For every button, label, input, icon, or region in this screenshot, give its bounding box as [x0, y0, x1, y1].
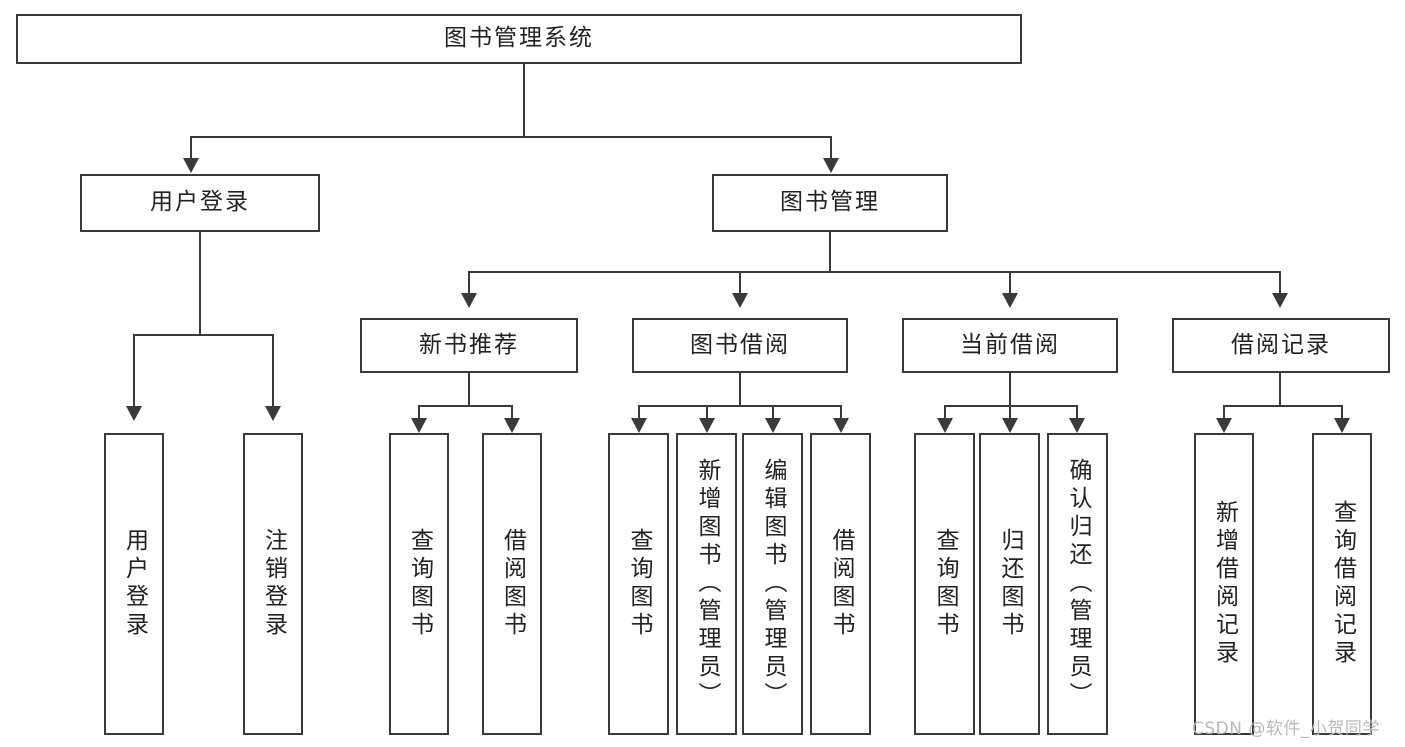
- connector-cb-stem: [1009, 373, 1011, 406]
- connector-nbr-stem: [468, 373, 470, 406]
- node-label: 新书推荐: [419, 331, 519, 358]
- node-root-library-management-system[interactable]: 图书管理系统: [16, 14, 1022, 64]
- connector-user-login-to-login: [133, 334, 135, 406]
- arrowhead-bm-to-current: [1002, 293, 1018, 308]
- node-label: 确认归还（管理员）: [1065, 458, 1091, 710]
- arrowhead-bm-to-borrow: [732, 293, 748, 308]
- leaf-user-login[interactable]: 用户登录: [104, 433, 164, 735]
- arrowhead-br-to-query: [1334, 418, 1350, 433]
- connector-root-to-book-management: [830, 136, 832, 158]
- node-label: 查询借阅记录: [1329, 500, 1356, 668]
- node-label: 图书管理系统: [444, 25, 594, 52]
- node-label: 图书管理: [780, 189, 880, 216]
- connector-br-bus: [1223, 405, 1342, 407]
- connector-bm-to-new-book: [468, 271, 470, 293]
- node-label: 查询图书: [406, 528, 433, 640]
- node-current-borrowing[interactable]: 当前借阅: [902, 318, 1118, 373]
- node-label: 借阅图书: [499, 528, 526, 640]
- connector-user-login-bus: [133, 334, 273, 336]
- connector-bb-bus: [638, 405, 842, 407]
- connector-br-to-add: [1223, 405, 1225, 419]
- connector-br-stem: [1279, 373, 1281, 406]
- node-label: 借阅图书: [828, 528, 854, 640]
- node-label: 用户登录: [150, 189, 250, 216]
- leaf-edit-book-admin[interactable]: 编辑图书（管理员）: [742, 433, 803, 735]
- leaf-logout[interactable]: 注销登录: [243, 433, 303, 735]
- node-borrowing-records[interactable]: 借阅记录: [1172, 318, 1390, 373]
- node-book-borrowing[interactable]: 图书借阅: [632, 318, 848, 373]
- connector-cb-to-query: [944, 405, 946, 419]
- arrowhead-bm-to-records: [1272, 293, 1288, 308]
- node-label: 编辑图书（管理员）: [760, 458, 786, 710]
- node-new-book-recommendation[interactable]: 新书推荐: [360, 318, 578, 373]
- leaf-query-books-borrowing[interactable]: 查询图书: [608, 433, 669, 735]
- connector-book-management-bus: [468, 271, 1280, 273]
- connector-bb-to-query: [638, 405, 640, 419]
- node-label: 查询图书: [932, 528, 958, 640]
- connector-bb-to-add: [706, 405, 708, 419]
- arrowhead-bm-to-new-book: [461, 293, 477, 308]
- arrowhead-bb-to-add: [699, 418, 715, 433]
- arrowhead-user-login-to-logout: [265, 406, 281, 421]
- node-label: 新增图书（管理员）: [694, 458, 720, 710]
- leaf-add-book-admin[interactable]: 新增图书（管理员）: [676, 433, 737, 735]
- arrowhead-root-to-user-login: [183, 158, 199, 173]
- connector-bb-stem: [739, 373, 741, 406]
- node-label: 当前借阅: [960, 331, 1060, 358]
- leaf-add-borrowing-record[interactable]: 新增借阅记录: [1194, 433, 1254, 735]
- connector-nbr-bus: [418, 405, 513, 407]
- arrowhead-bb-to-borrow: [833, 418, 849, 433]
- connector-cb-to-return: [1009, 405, 1011, 419]
- connector-user-login-stem: [199, 232, 201, 335]
- connector-root-stem: [523, 64, 525, 137]
- connector-user-login-to-logout: [272, 334, 274, 406]
- arrowhead-user-login-to-login: [126, 406, 142, 421]
- node-label: 归还图书: [997, 528, 1023, 640]
- connector-bm-to-records: [1279, 271, 1281, 293]
- connector-root-bus: [190, 136, 832, 138]
- leaf-query-books-recommendation[interactable]: 查询图书: [389, 433, 449, 735]
- connector-nbr-to-borrow: [511, 405, 513, 419]
- leaf-query-books-current[interactable]: 查询图书: [914, 433, 975, 735]
- arrowhead-br-to-add: [1216, 418, 1232, 433]
- connector-bm-to-borrow: [739, 271, 741, 293]
- arrowhead-cb-to-return: [1002, 418, 1018, 433]
- connector-bm-to-current: [1009, 271, 1011, 293]
- node-book-management[interactable]: 图书管理: [712, 174, 948, 232]
- arrowhead-bb-to-query: [631, 418, 647, 433]
- arrowhead-nbr-to-borrow: [504, 418, 520, 433]
- node-user-login[interactable]: 用户登录: [80, 174, 320, 232]
- arrowhead-bb-to-edit: [765, 418, 781, 433]
- leaf-borrow-books-borrowing[interactable]: 借阅图书: [810, 433, 871, 735]
- watermark: CSDN @软件_小贺同学: [1192, 719, 1380, 739]
- node-label: 借阅记录: [1231, 331, 1331, 358]
- connector-br-to-query: [1341, 405, 1343, 419]
- node-label: 图书借阅: [690, 331, 790, 358]
- leaf-return-books[interactable]: 归还图书: [979, 433, 1040, 735]
- node-label: 用户登录: [121, 528, 148, 640]
- connector-bb-to-borrow: [840, 405, 842, 419]
- node-label: 新增借阅记录: [1211, 500, 1238, 668]
- arrowhead-root-to-book-management: [823, 158, 839, 173]
- connector-bb-to-edit: [772, 405, 774, 419]
- leaf-confirm-return-admin[interactable]: 确认归还（管理员）: [1047, 433, 1108, 735]
- node-label: 注销登录: [260, 528, 287, 640]
- leaf-borrow-books-recommendation[interactable]: 借阅图书: [482, 433, 542, 735]
- leaf-query-borrowing-record[interactable]: 查询借阅记录: [1312, 433, 1372, 735]
- node-label: 查询图书: [626, 528, 652, 640]
- connector-nbr-to-query: [418, 405, 420, 419]
- connector-cb-to-confirm: [1076, 405, 1078, 419]
- connector-cb-bus: [944, 405, 1078, 407]
- connector-root-to-user-login: [190, 136, 192, 158]
- arrowhead-cb-to-confirm: [1069, 418, 1085, 433]
- arrowhead-cb-to-query: [937, 418, 953, 433]
- connector-book-management-stem: [829, 232, 831, 272]
- arrowhead-nbr-to-query: [411, 418, 427, 433]
